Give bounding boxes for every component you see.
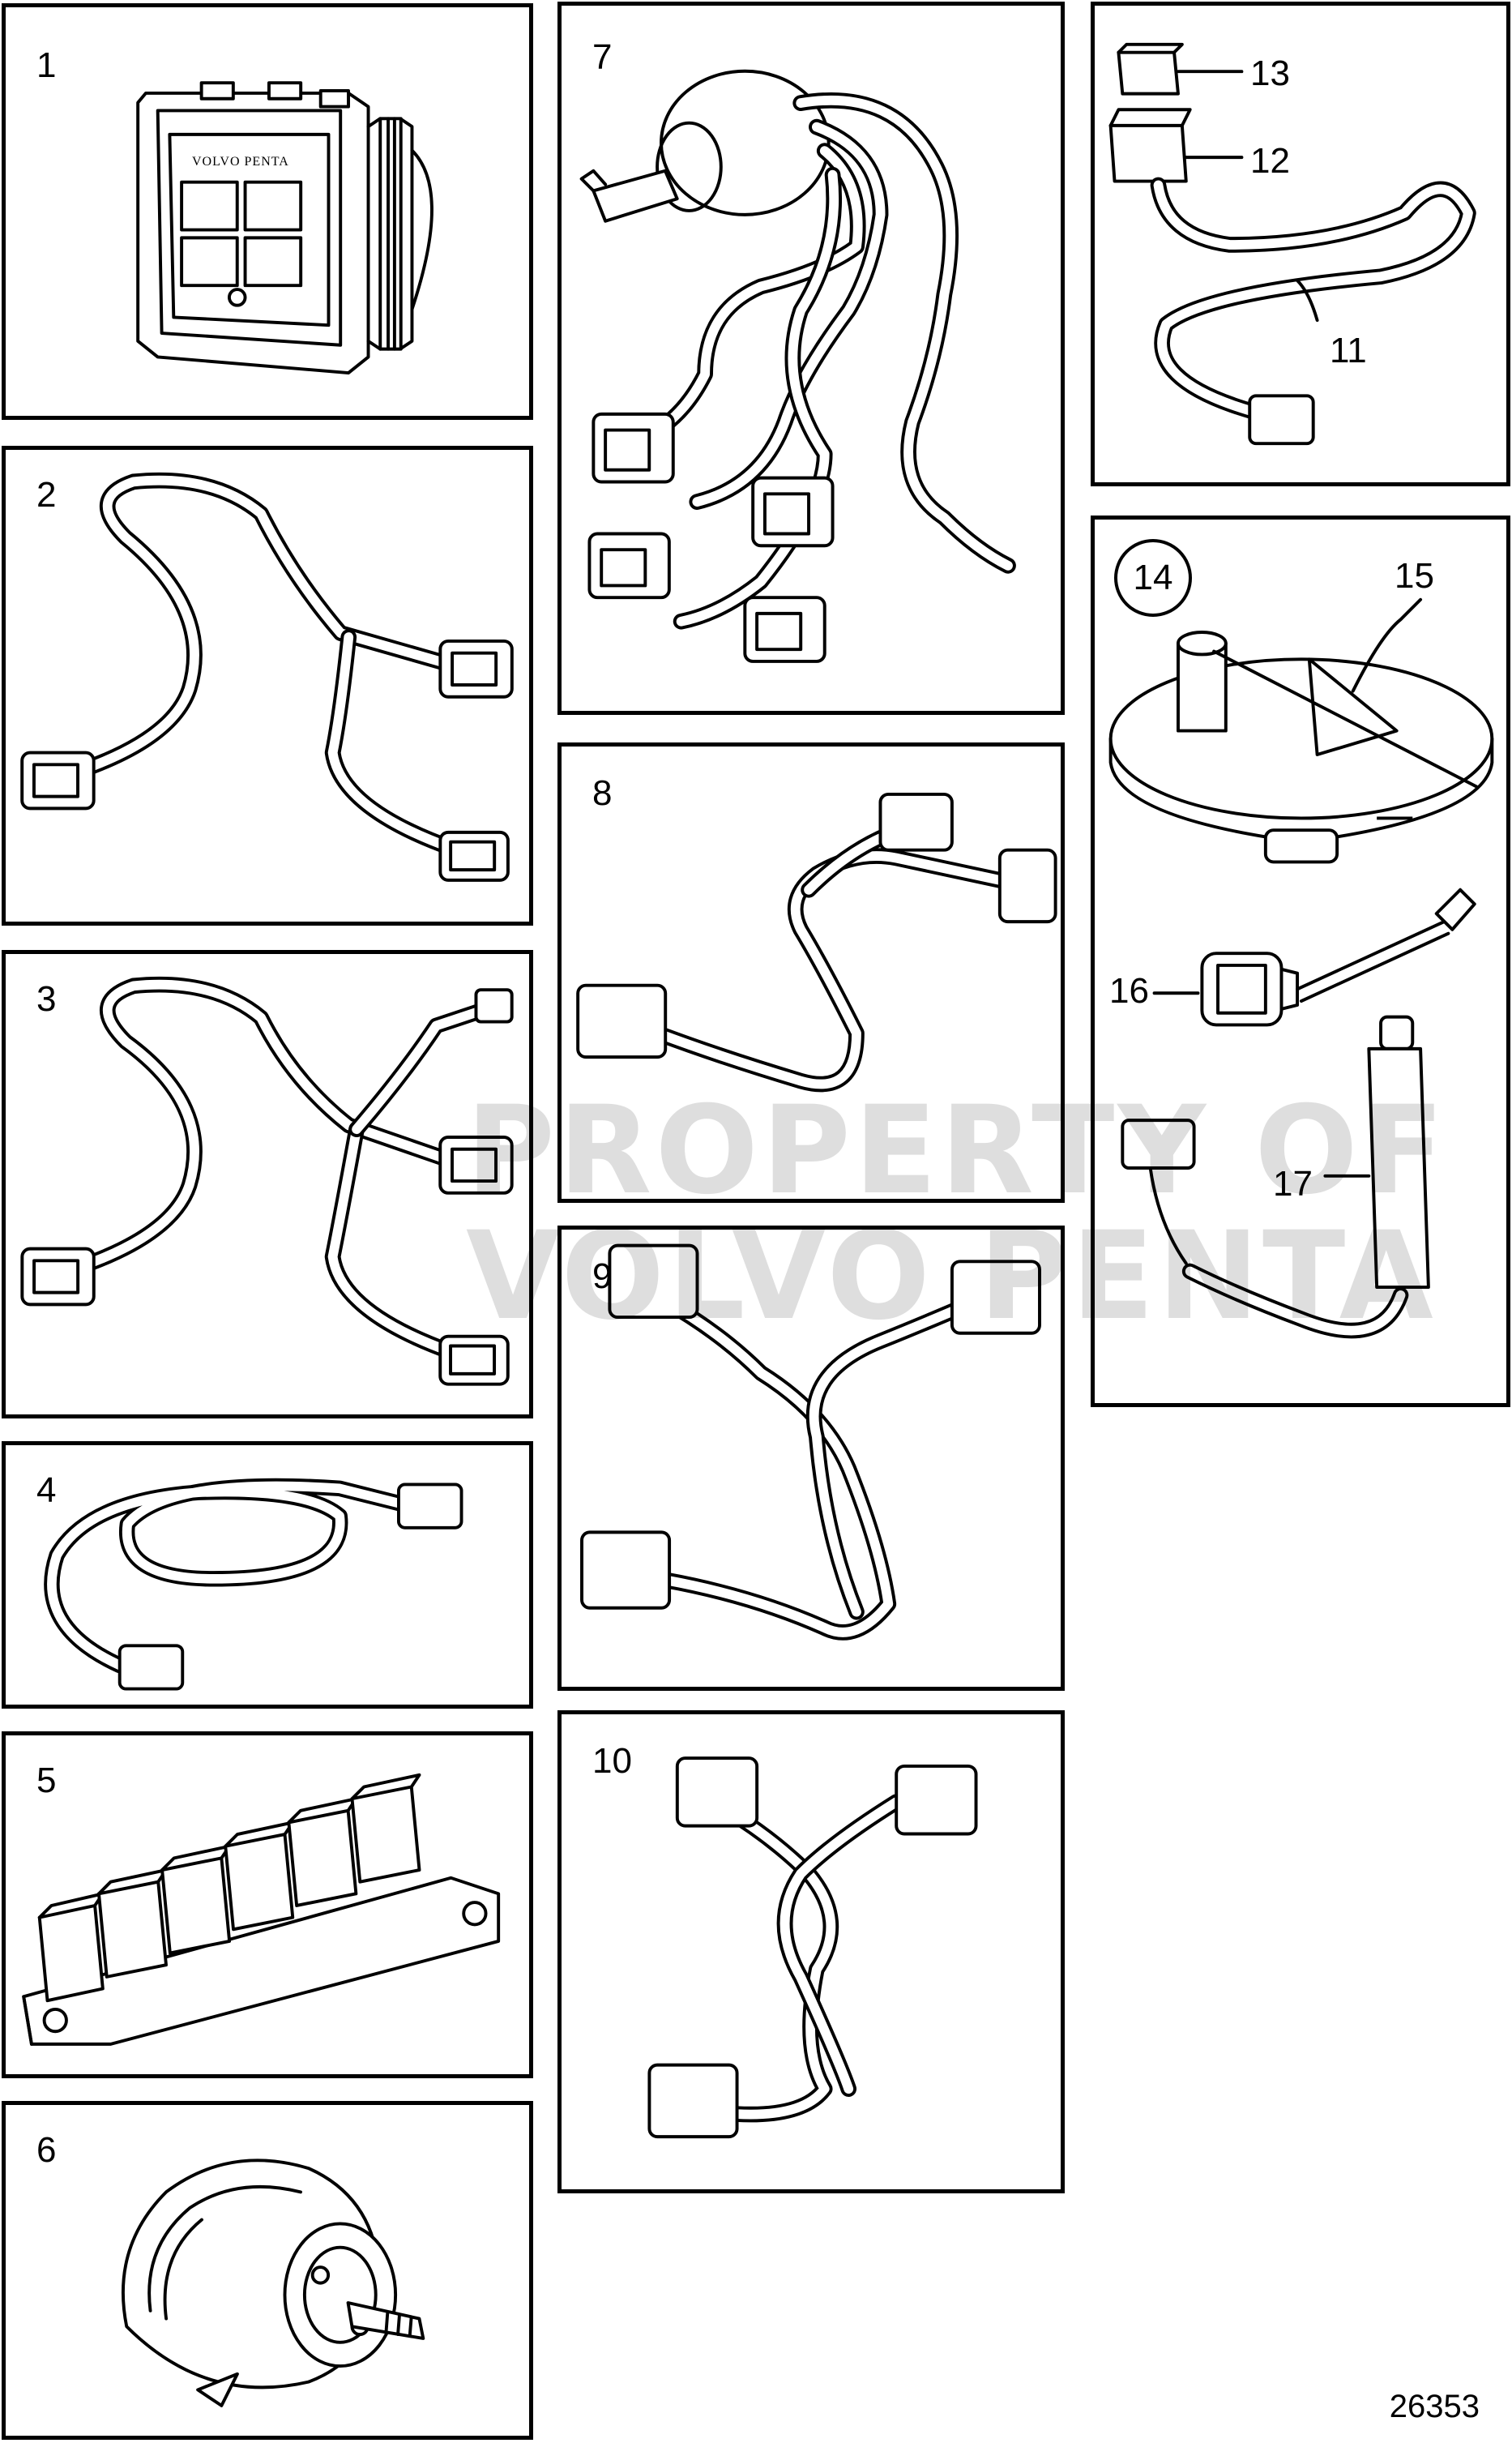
connector [438, 639, 514, 699]
panel-2: 2 [2, 446, 533, 926]
panel-number: 7 [592, 37, 613, 77]
connector [950, 1260, 1041, 1335]
connector-block-drawing [22, 1773, 501, 2046]
control-panel-switch-drawing [136, 81, 434, 375]
sensor-harness-drawing [579, 69, 1016, 663]
callout-17: 17 [1273, 1164, 1313, 1204]
connector [997, 848, 1057, 924]
connector [474, 988, 514, 1024]
panel-number: 6 [36, 2130, 57, 2170]
connector [675, 1756, 759, 1828]
connector [1248, 394, 1315, 446]
panel-number: 3 [36, 979, 57, 1019]
socket [287, 1797, 358, 1907]
connector [878, 792, 954, 852]
connector [608, 1243, 699, 1320]
socket [37, 1892, 105, 2003]
panel-1: 1 VOLVO PENTA [2, 3, 533, 420]
harness-drawing [20, 976, 514, 1386]
connector [592, 412, 675, 484]
callout-12: 12 [1250, 141, 1290, 181]
callout-11: 11 [1330, 331, 1367, 370]
y-splitter-harness-drawing [647, 1756, 978, 2139]
y-adapter-harness-drawing [580, 1243, 1041, 1641]
connector [438, 1334, 510, 1386]
connector [438, 830, 510, 882]
panel-5: 5 [2, 1731, 533, 2078]
brand-label: VOLVO PENTA [192, 155, 289, 169]
connector [20, 751, 96, 811]
socket [350, 1773, 421, 1884]
adapter-harness-drawing [576, 792, 1057, 1093]
panel-number: 2 [36, 475, 57, 515]
tester [1121, 816, 1430, 1339]
connector [895, 1764, 978, 1836]
connector [117, 1644, 185, 1691]
y-harness-drawing [20, 472, 514, 882]
panel-number: 10 [592, 1741, 632, 1781]
fitting [1177, 631, 1228, 733]
panel-number: 5 [36, 1761, 57, 1800]
panel-7: 7 [557, 2, 1065, 715]
panel-4: 4 [2, 1441, 533, 1709]
socket [97, 1868, 168, 1979]
connector [580, 1530, 672, 1610]
tool-kit-drawing [1108, 597, 1494, 1339]
connector [576, 983, 668, 1059]
panel-number: 4 [36, 1470, 57, 1510]
panel-9: 9 [557, 1226, 1065, 1691]
connector [751, 476, 835, 548]
panel-8: 8 [557, 742, 1065, 1203]
callout-13: 13 [1250, 53, 1290, 93]
panel-6: 6 [2, 2101, 533, 2440]
connector [743, 596, 826, 663]
connector [397, 1482, 463, 1530]
callout-14: 14 [1114, 539, 1192, 617]
socket [160, 1844, 232, 1955]
relay-harness-drawing [1108, 42, 1476, 446]
socket-tool [1200, 888, 1476, 1027]
panel-number: 8 [592, 773, 613, 813]
callout-15: 15 [1395, 556, 1434, 596]
socket [224, 1820, 295, 1932]
connector [587, 532, 671, 600]
panel-14-17: 14 15 16 17 [1091, 516, 1510, 1407]
connector [647, 2063, 739, 2139]
connector [20, 1247, 96, 1307]
figure-reference: 26353 [1389, 2389, 1480, 2424]
sensor-drawing [121, 2158, 425, 2407]
panel-11-13: 13 12 11 [1091, 2, 1510, 486]
extension-cable-drawing [44, 1478, 463, 1691]
connector [438, 1136, 514, 1195]
panel-10: 10 [557, 1710, 1065, 2193]
panel-3: 3 [2, 950, 533, 1418]
relay [1117, 42, 1184, 96]
panel-number: 1 [36, 45, 57, 85]
relay-socket [1108, 108, 1192, 183]
callout-16: 16 [1109, 971, 1149, 1011]
